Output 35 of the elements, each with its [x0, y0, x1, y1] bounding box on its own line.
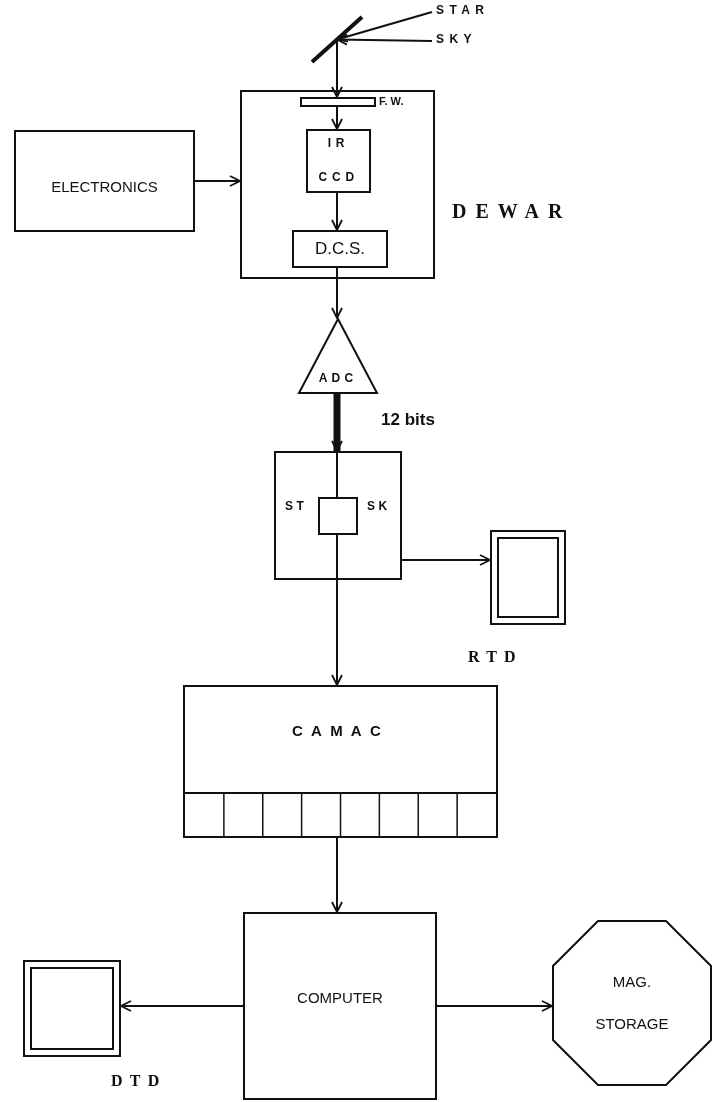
arrow — [436, 1000, 553, 1012]
arrow — [120, 1000, 244, 1012]
arrow — [331, 837, 343, 913]
node-label: MAG. STORAGE — [594, 972, 670, 1034]
buffer-box — [274, 451, 402, 580]
memory-square — [318, 497, 358, 535]
arrow — [331, 192, 343, 231]
electronics-box — [14, 130, 195, 232]
ccd-box — [306, 129, 371, 193]
arrow — [194, 175, 241, 187]
node-label: ELECTRONICS — [51, 179, 158, 196]
arrow — [331, 106, 343, 130]
source-label: SKY — [436, 33, 477, 47]
component-caption: F. W. — [379, 95, 404, 108]
node-label: COMPUTER — [297, 990, 383, 1007]
edge-label: 12 bits — [381, 410, 435, 430]
computer-box — [243, 912, 437, 1100]
component-caption: RTD — [468, 648, 523, 666]
arrow — [336, 33, 433, 46]
node-label: ST — [285, 500, 308, 514]
component-caption: DEWAR — [452, 200, 572, 222]
node-label: IR CCD — [318, 135, 359, 186]
filter-wheel — [300, 97, 376, 107]
node-label: SK — [367, 500, 391, 514]
camac-crate — [183, 685, 498, 838]
arrow — [331, 267, 343, 319]
source-label: STAR — [436, 4, 490, 18]
dcs-box — [292, 230, 388, 268]
node-label: D.C.S. — [314, 239, 366, 259]
dewar-box — [240, 90, 435, 279]
node-label: ADC — [318, 372, 358, 386]
arrow — [331, 534, 343, 686]
arrow — [401, 554, 491, 566]
node-label: CAMAC — [291, 723, 390, 740]
component-caption: DTD — [111, 1072, 167, 1090]
